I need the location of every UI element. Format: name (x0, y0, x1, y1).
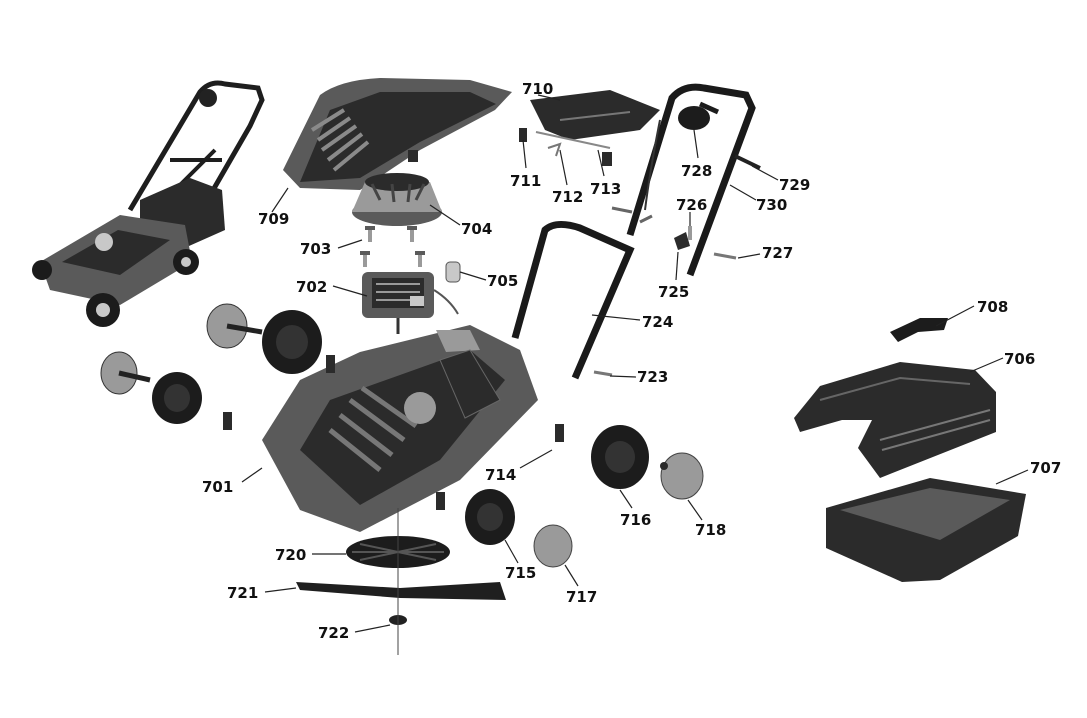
part-710-rear-flap (530, 90, 660, 140)
handle-hardware (611, 206, 653, 224)
part-721-blade (296, 582, 506, 600)
callout-723: 723 (637, 368, 668, 386)
callout-728: 728 (681, 162, 712, 180)
part-730-upper-handle (626, 83, 756, 277)
callout-701: 701 (202, 478, 233, 496)
callout-727: 727 (762, 244, 793, 262)
part-704-fan-housing (352, 173, 442, 226)
part-703-screws (360, 226, 425, 267)
part-712-rod (535, 131, 611, 157)
callout-730: 730 (756, 196, 787, 214)
part-723-pin (593, 370, 613, 377)
callout-704: 704 (461, 220, 492, 238)
callout-714: 714 (485, 466, 516, 484)
callout-717: 717 (566, 588, 597, 606)
callout-729: 729 (779, 176, 810, 194)
callout-706: 706 (1004, 350, 1035, 368)
callout-705: 705 (487, 272, 518, 290)
callout-702: 702 (296, 278, 327, 296)
part-724-lower-handle (511, 221, 635, 380)
part-701-mower-deck (262, 325, 538, 532)
callout-726: 726 (676, 196, 707, 214)
part-707-catcher-bottom (826, 478, 1026, 582)
part-715-wheel (465, 489, 515, 545)
part-725-knob (674, 232, 690, 250)
part-706-catcher-top (794, 362, 996, 478)
callout-715: 715 (505, 564, 536, 582)
callout-707: 707 (1030, 459, 1061, 477)
callout-703: 703 (300, 240, 331, 258)
callout-713: 713 (590, 180, 621, 198)
part-708-carry-handle (890, 318, 948, 342)
part-718-hubcap (660, 452, 704, 500)
part-726-bolt (688, 226, 692, 240)
callout-718: 718 (695, 521, 726, 539)
part-711-clip (519, 128, 527, 142)
callout-720: 720 (275, 546, 306, 564)
part-728-switch-box (678, 101, 720, 130)
assembled-mower-illustration (32, 80, 265, 327)
callout-709: 709 (258, 210, 289, 228)
part-727-screw (713, 252, 737, 260)
part-716-wheel (591, 425, 649, 489)
part-729-cable-clip (734, 154, 761, 170)
callout-725: 725 (658, 283, 689, 301)
callout-722: 722 (318, 624, 349, 642)
callout-712: 712 (552, 188, 583, 206)
part-705-capacitor (445, 261, 461, 283)
part-702-motor (362, 272, 459, 334)
callout-724: 724 (642, 313, 673, 331)
callout-721: 721 (227, 584, 258, 602)
part-714-spacers (223, 355, 564, 510)
part-717-hubcap (533, 524, 573, 568)
callout-708: 708 (977, 298, 1008, 316)
callout-716: 716 (620, 511, 651, 529)
leader-lines (241, 94, 1029, 633)
callout-710: 710 (522, 80, 553, 98)
part-713-spring (602, 152, 612, 166)
callout-labels: 701 702 703 704 705 706 707 708 709 710 … (202, 80, 1061, 642)
left-rear-wheels (100, 303, 322, 424)
part-709-top-cover (283, 78, 512, 190)
callout-711: 711 (510, 172, 541, 190)
